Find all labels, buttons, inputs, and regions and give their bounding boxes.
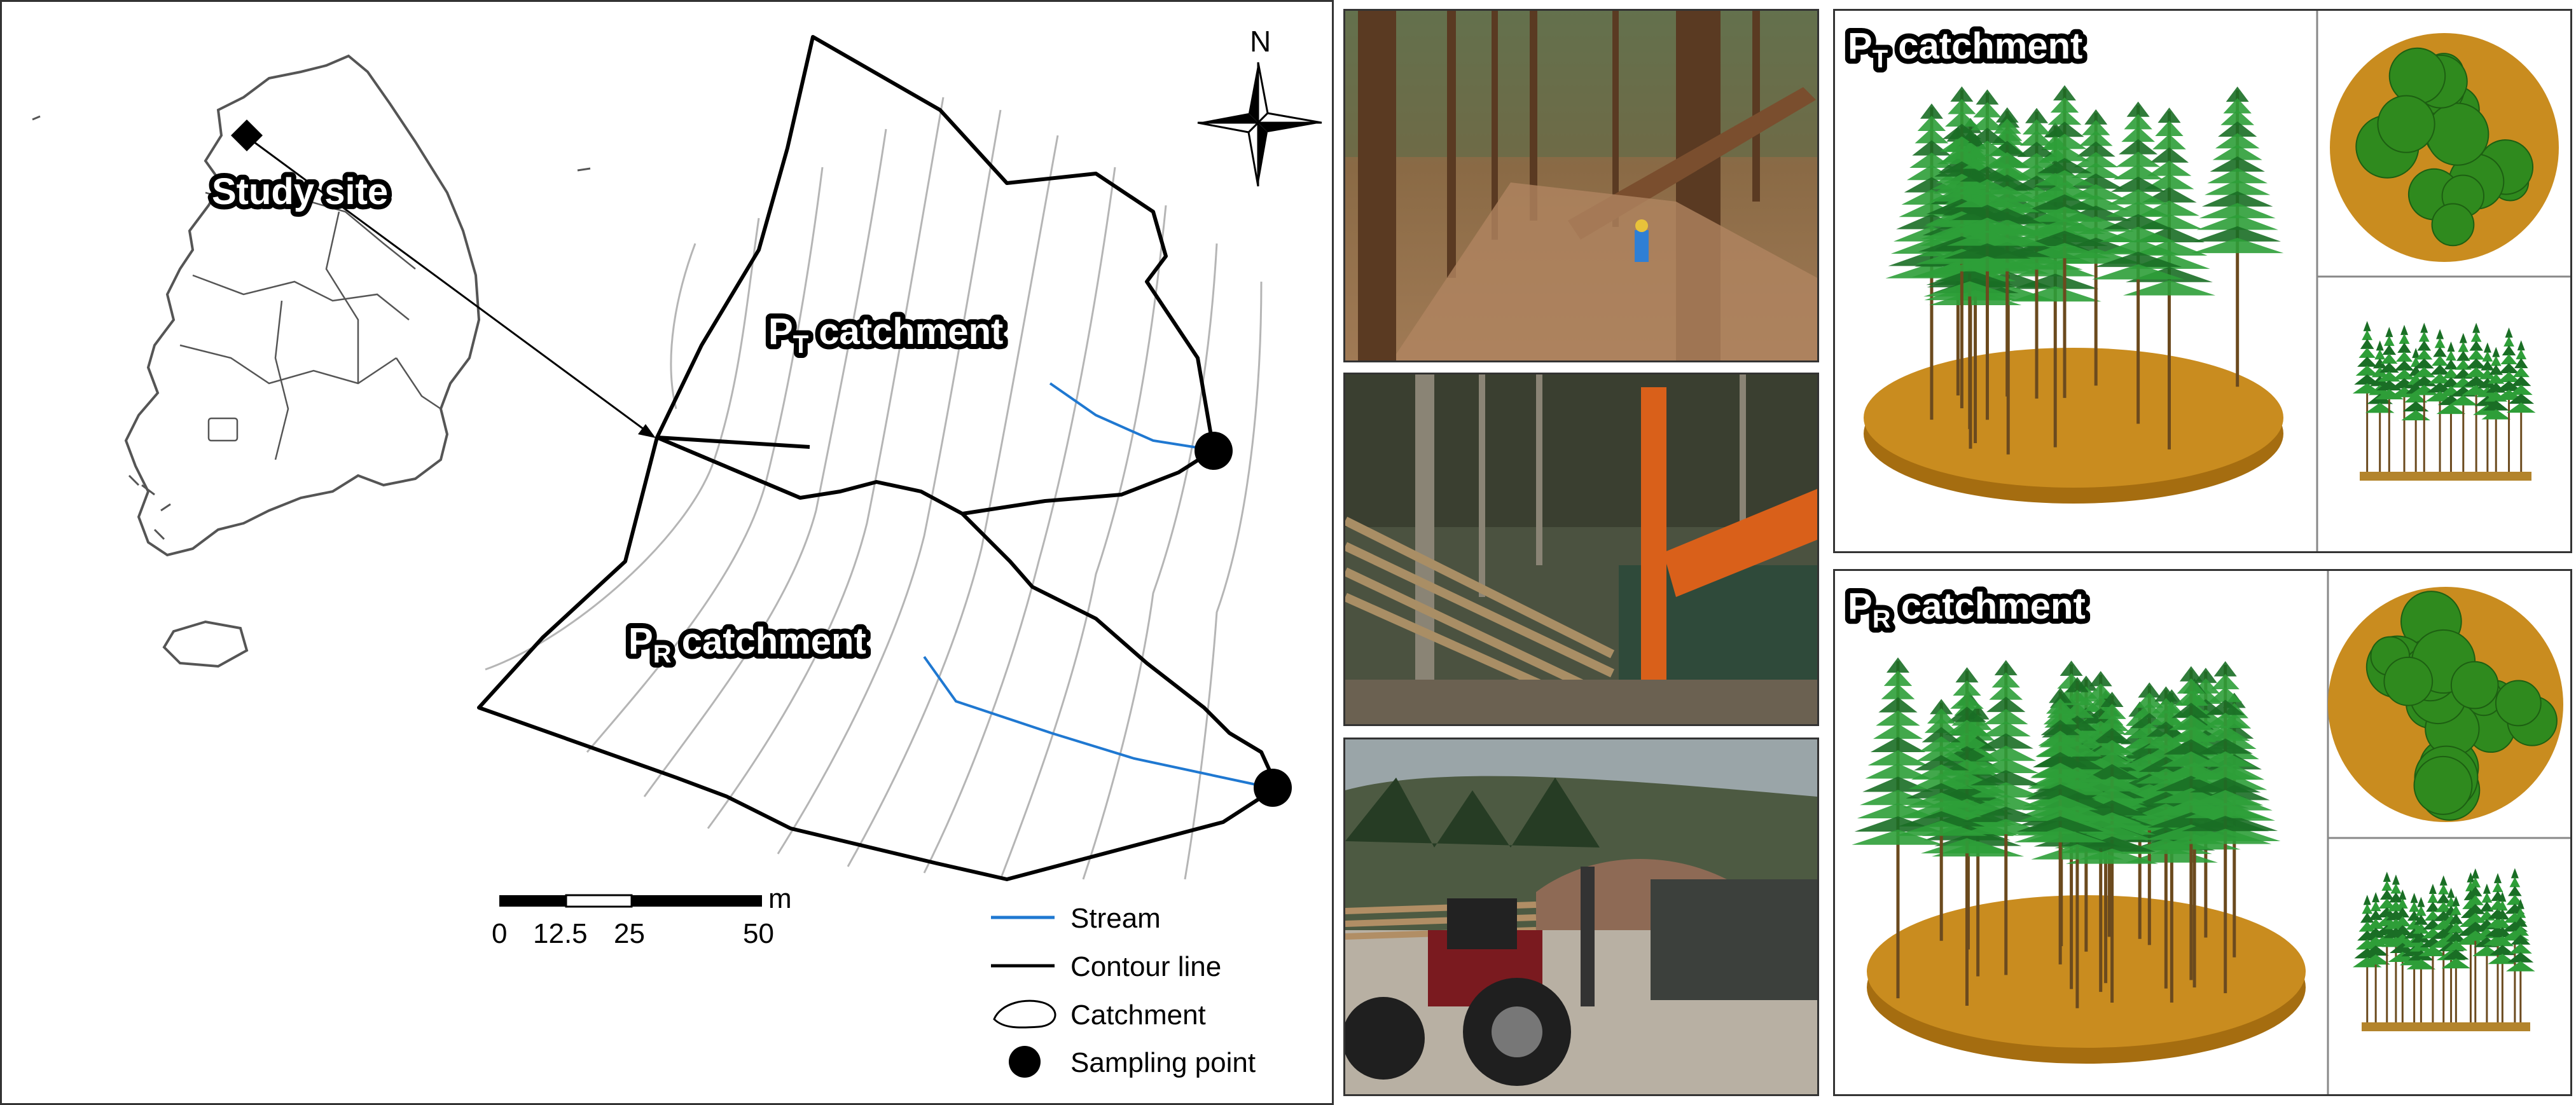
- side-tree: [2441, 896, 2471, 1022]
- pr-top-view: [2328, 587, 2563, 822]
- pt-3d-trees: [1885, 85, 2284, 455]
- tree-model: [2179, 661, 2272, 994]
- side-tree: [2462, 322, 2491, 472]
- legend-stream-label: Stream: [1070, 903, 1161, 934]
- study-site-marker: [231, 120, 263, 151]
- north-label: N: [1250, 25, 1271, 58]
- tree-model: [2049, 109, 2142, 386]
- legend-sampling-symbol: [1009, 1046, 1041, 1078]
- side-tree: [2494, 327, 2524, 472]
- crown-circle: [2377, 95, 2435, 153]
- pr-stream: [923, 655, 1268, 788]
- harvester-photo: [1343, 373, 1819, 726]
- tree-model: [2092, 101, 2185, 424]
- forest-slope-photo: [1343, 9, 1819, 362]
- pt-stand-title: PT catchment: [1848, 25, 2082, 73]
- legend-sampling-label: Sampling point: [1070, 1047, 1256, 1078]
- scale-tick-25: 25: [614, 918, 645, 949]
- tree-model: [2014, 687, 2107, 964]
- pt-side-view: [2352, 320, 2536, 481]
- side-tree: [2506, 898, 2535, 1022]
- north-arrow: [1197, 62, 1322, 187]
- scale-tick-0: 0: [492, 918, 507, 949]
- tree-model: [2018, 85, 2111, 398]
- crown-circle: [2383, 656, 2434, 706]
- scale-tick-50: 50: [743, 918, 774, 949]
- crown-circle: [2495, 680, 2542, 727]
- pt-stream: [1049, 382, 1214, 451]
- scale-tick-12-5: 12.5: [533, 918, 588, 949]
- korea-outline: [32, 54, 591, 668]
- tree-model: [1960, 660, 2053, 975]
- pt-top-view: [2330, 33, 2559, 262]
- pr-stand-title: PR catchment: [1848, 586, 2086, 633]
- legend: Stream Contour line Catchment Sampling p…: [991, 903, 1256, 1078]
- pr-stand-canvas: PR catchment: [1843, 571, 2570, 1094]
- pr-sampling-point: [1254, 769, 1292, 807]
- pine-forest-photo-icon: [1345, 11, 1817, 360]
- pt-sampling-point: [1195, 432, 1233, 470]
- side-tree: [2361, 892, 2390, 1022]
- tree-model: [2191, 86, 2284, 387]
- crown-circle: [2426, 102, 2489, 166]
- pt-catchment-label: PT catchment: [768, 311, 1003, 359]
- tree-model: [1895, 699, 1988, 941]
- tree-model: [2065, 691, 2159, 1003]
- tree-model: [1941, 89, 2034, 420]
- map-canvas: Study site PT: [32, 25, 1322, 1078]
- side-tree: [2425, 329, 2455, 472]
- legend-contour-label: Contour line: [1070, 951, 1221, 982]
- pt-stand-panel: PT catchment: [1833, 9, 2572, 553]
- excavator-photo-icon: [1345, 374, 1817, 724]
- crown-circle: [2431, 203, 2475, 247]
- legend-catchment-symbol: [993, 999, 1056, 1029]
- crown-circle: [2450, 661, 2499, 710]
- forwarder-photo: [1343, 738, 1819, 1096]
- scale-unit: m: [768, 883, 792, 914]
- pr-stand-panel: PR catchment: [1833, 569, 2572, 1096]
- crown-circle: [2388, 47, 2446, 105]
- tractor-photo-icon: [1345, 739, 1817, 1094]
- legend-catchment-label: Catchment: [1070, 999, 1206, 1031]
- pt-stand-canvas: PT catchment: [1843, 11, 2570, 551]
- pr-side-view: [2352, 868, 2535, 1031]
- side-tree: [2506, 340, 2536, 472]
- crown-circle: [2413, 755, 2473, 815]
- pr-3d-trees: [1852, 657, 2281, 1008]
- arrow-head: [638, 424, 656, 438]
- map-panel: Study site PT: [0, 0, 1334, 1105]
- scale-bar: [499, 894, 762, 908]
- side-tree: [2409, 322, 2439, 472]
- study-site-arrow: [246, 135, 651, 436]
- study-site-label: Study site: [212, 171, 388, 212]
- pr-catchment-label: PR catchment: [628, 621, 866, 668]
- side-tree: [2352, 320, 2382, 472]
- catchment-boundaries: [477, 35, 1279, 881]
